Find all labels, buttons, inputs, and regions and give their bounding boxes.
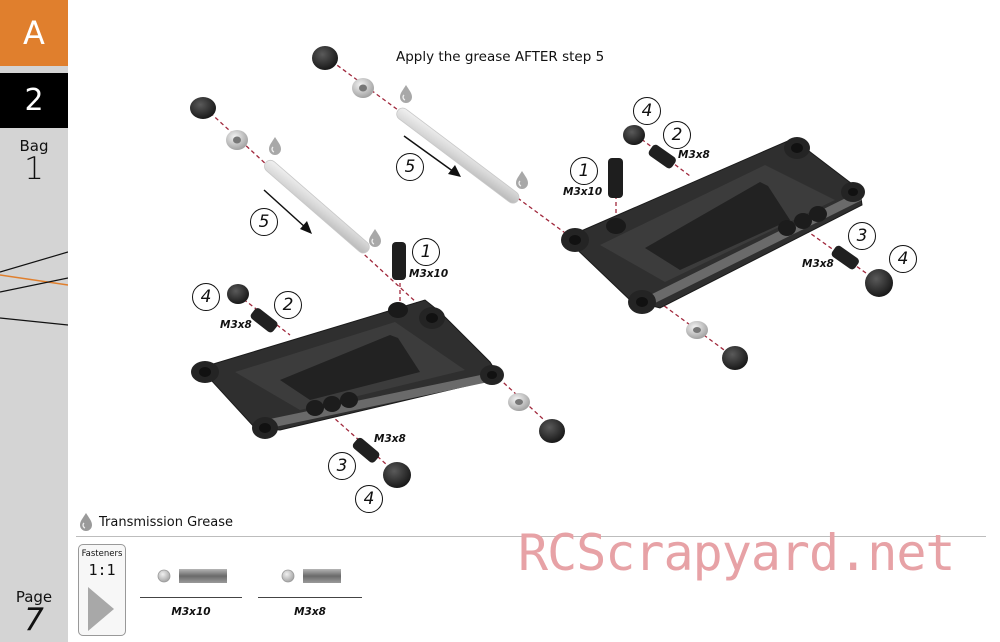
lock-nut-icon: [383, 462, 411, 488]
set-screw-icon: [352, 437, 380, 463]
callout-step-1: 1: [412, 238, 440, 266]
suspension-arm-icon: [561, 137, 865, 314]
hinge-pin-icon: [264, 159, 370, 254]
grease-instruction: Apply the grease AFTER step 5: [396, 49, 605, 65]
bag-number: 1: [24, 151, 44, 187]
grease-legend-label: Transmission Grease: [99, 514, 233, 530]
right-arm-assembly: [312, 46, 893, 370]
screw-size-label: M3x8: [802, 258, 834, 270]
lock-nut-icon: [312, 46, 338, 70]
callout-step-4: 4: [355, 485, 383, 513]
left-arm-assembly: [190, 97, 565, 488]
callout-step-4: 4: [633, 97, 661, 125]
page-number: 7: [24, 602, 44, 638]
callout-step-3: 3: [848, 222, 876, 250]
callout-step-1: 1: [570, 157, 598, 185]
callout-step-5: 5: [250, 208, 278, 236]
guide-line: [324, 409, 396, 473]
set-screw-icon: [157, 569, 227, 583]
fastener-label: M3x10: [171, 606, 211, 618]
watermark: RCScrapyard.net: [518, 524, 956, 582]
bag-label: Bag: [19, 137, 49, 155]
set-screw-icon: [831, 245, 859, 270]
suspension-arm-icon: [191, 299, 504, 439]
play-arrow-icon: [88, 587, 114, 631]
set-screw-icon: [281, 569, 341, 583]
screw-size-label: M3x8: [678, 149, 710, 161]
grease-drop-icon: [80, 513, 92, 531]
guide-line: [325, 56, 736, 359]
lock-nut-icon: [722, 346, 748, 370]
direction-arrow-icon: [403, 135, 455, 173]
set-screw-icon: [392, 242, 406, 280]
screw-size-label: M3x10: [409, 268, 449, 280]
divider: [76, 536, 986, 537]
guide-line: [204, 107, 556, 431]
sidebar-decor-lines-icon: [0, 251, 68, 326]
lock-nut-icon: [190, 97, 216, 119]
fasteners-scale: 1:1: [88, 561, 116, 579]
callout-step-4: 4: [889, 245, 917, 273]
fastener-label: M3x8: [294, 606, 326, 618]
guide-line: [635, 134, 691, 177]
screw-size-label: M3x10: [563, 186, 603, 198]
lock-nut-icon: [227, 284, 249, 304]
divider: [258, 597, 362, 598]
callout-step-2: 2: [274, 291, 302, 319]
set-screw-icon: [250, 308, 278, 333]
grease-legend: Transmission Grease: [78, 512, 233, 532]
callout-step-5: 5: [396, 153, 424, 181]
callout-step-2: 2: [663, 121, 691, 149]
grease-drop-icon: [399, 84, 413, 104]
lock-nut-icon: [623, 125, 645, 145]
screw-size-label: M3x8: [220, 319, 252, 331]
set-screw-icon: [608, 158, 623, 198]
direction-arrow-icon: [263, 189, 307, 229]
grease-drop-icon: [368, 228, 382, 248]
screw-size-label: M3x8: [374, 433, 406, 445]
lock-nut-icon: [865, 269, 893, 297]
grease-drop-icon: [515, 170, 529, 190]
sidebar: A 2 Bag 1 Page 7: [0, 0, 68, 642]
callout-step-4: 4: [192, 283, 220, 311]
section-tab: A: [0, 0, 68, 66]
hinge-pin-icon: [396, 107, 520, 204]
step-tab: 2: [0, 73, 68, 128]
set-screw-icon: [648, 144, 676, 169]
lock-nut-icon: [539, 419, 565, 443]
page-label: Page: [15, 588, 53, 606]
divider: [140, 597, 242, 598]
assembly-diagram: [190, 46, 893, 488]
callout-step-3: 3: [328, 452, 356, 480]
guide-line: [237, 294, 291, 336]
fasteners-scale-box: Fasteners 1:1: [78, 544, 126, 636]
fasteners-title: Fasteners: [81, 549, 123, 559]
grease-drop-icon: [268, 136, 282, 156]
